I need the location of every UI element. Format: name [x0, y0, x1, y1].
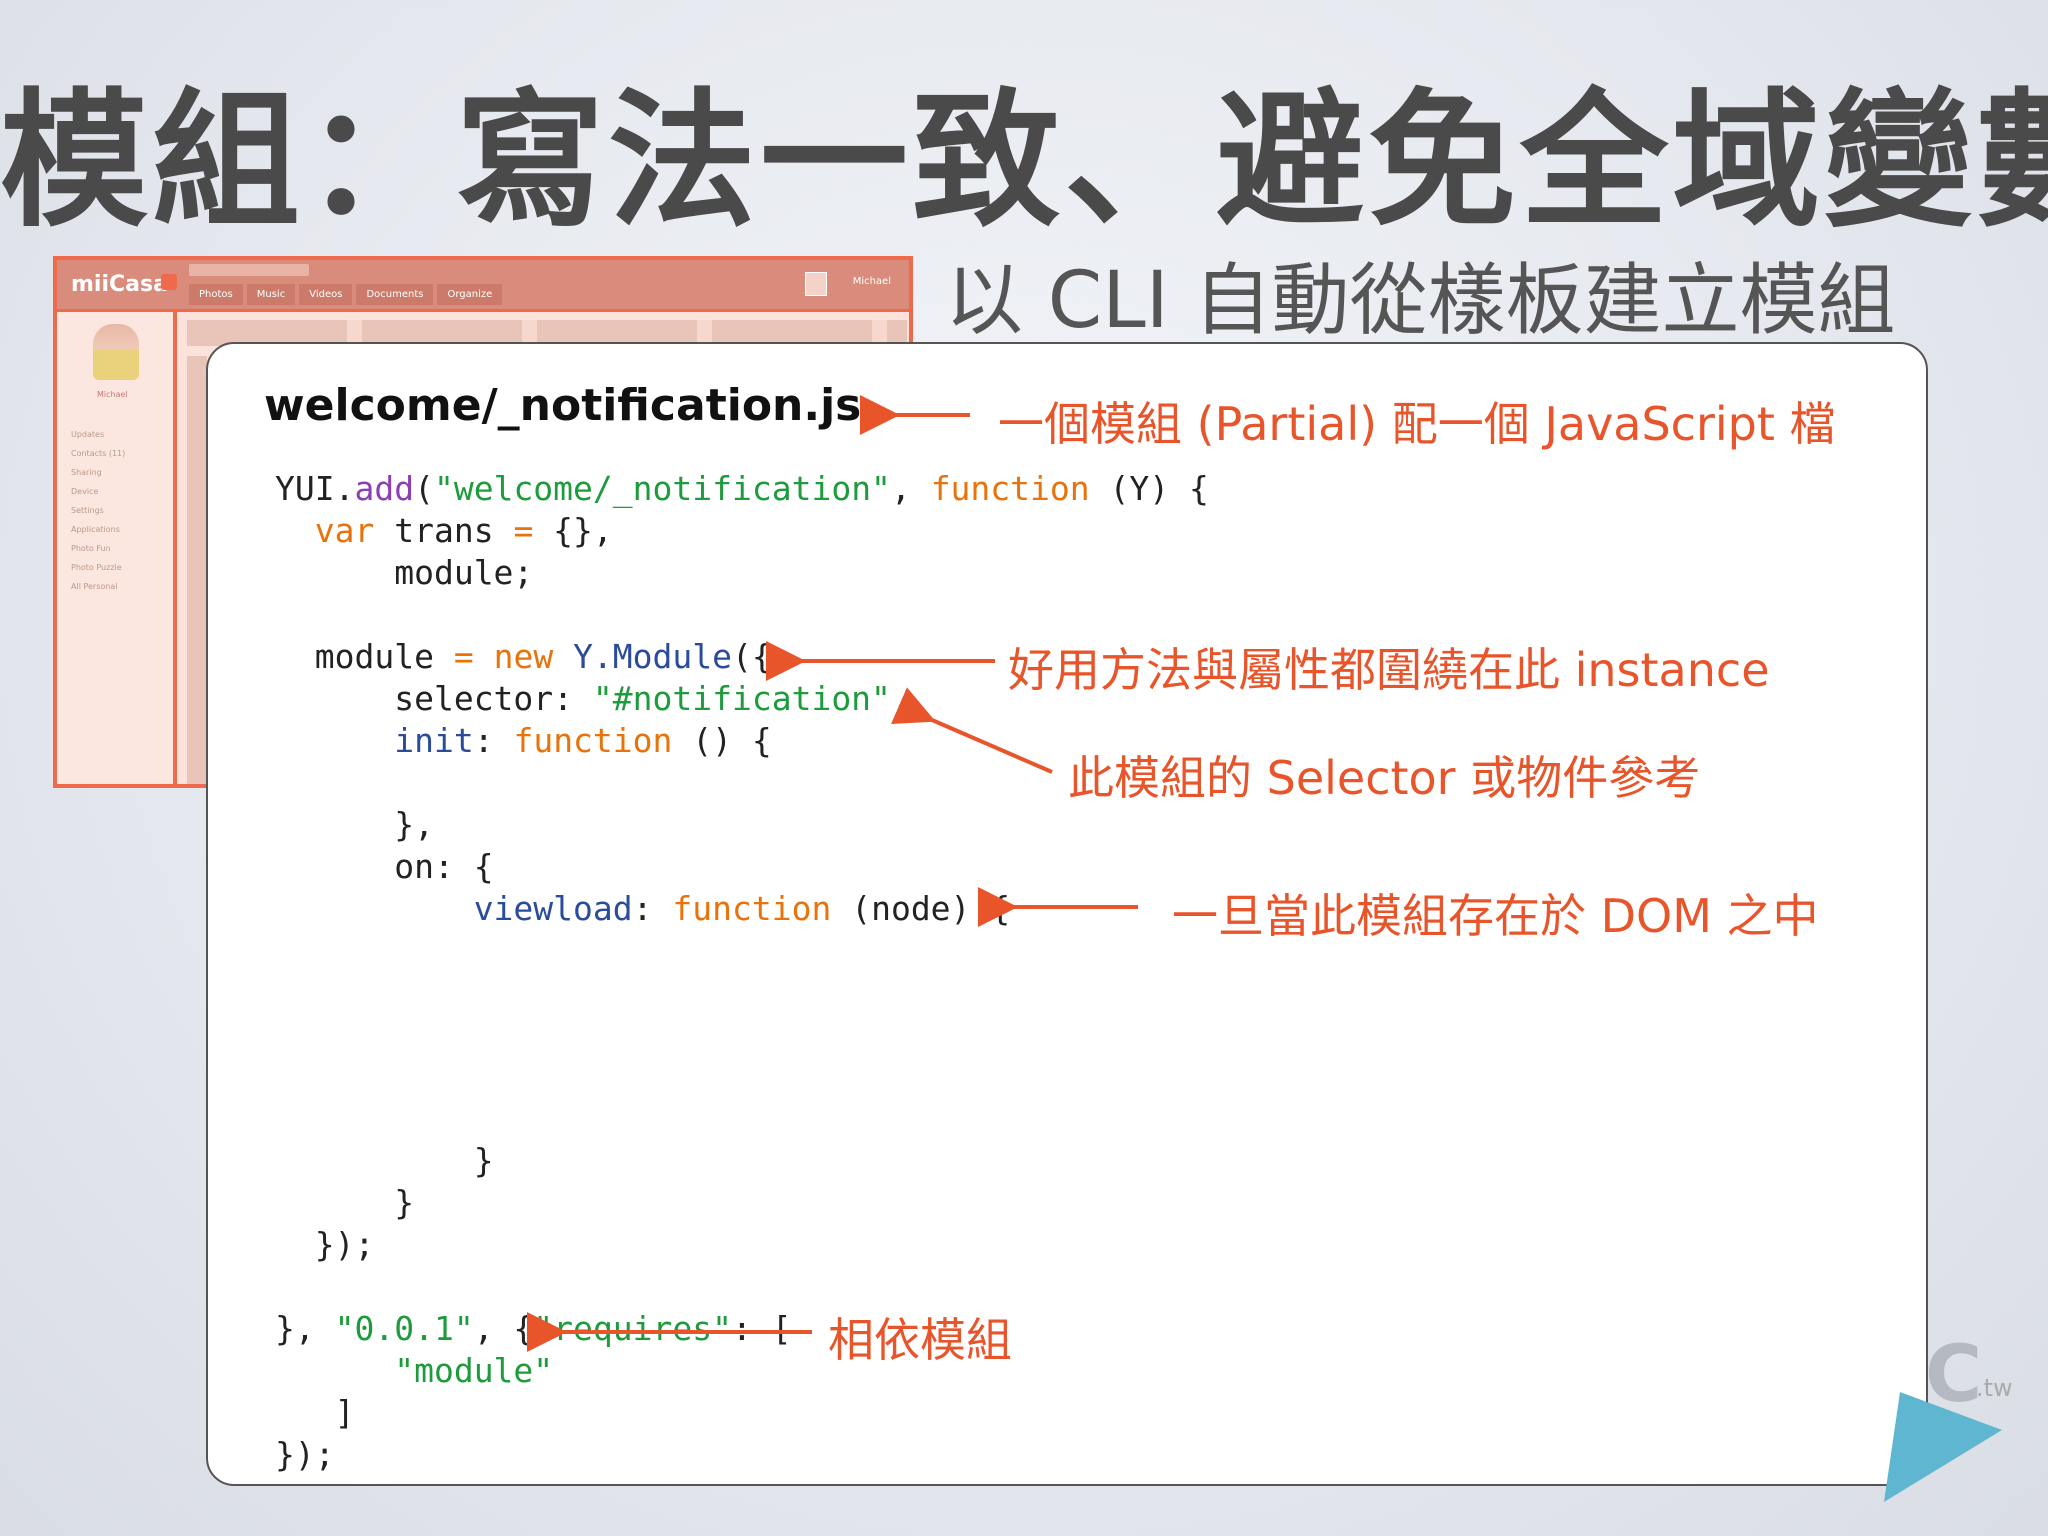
code-token: "module" [394, 1351, 554, 1390]
screenshot-nav-item: Music [246, 284, 296, 305]
code-token: add [354, 469, 415, 508]
annotation-partial: 一個模組 (Partial) 配一個 JavaScript 檔 [998, 397, 1836, 451]
screenshot-menu-item: Device [71, 487, 99, 496]
code-token: () { [672, 721, 772, 760]
code-token: : [632, 889, 673, 928]
screenshot-menu-item: Updates [71, 430, 105, 439]
code-block: YUI.add("welcome/_notification", functio… [275, 469, 1209, 1474]
code-token: : [473, 721, 514, 760]
code-token: }, [394, 805, 434, 844]
code-token: var [314, 511, 375, 550]
annotation-selector: 此模組的 Selector 或物件參考 [1068, 751, 1701, 805]
code-token: viewload [473, 889, 633, 928]
code-token: module; [394, 553, 534, 592]
code-token: function [672, 889, 832, 928]
screenshot-nav-item: Documents [356, 284, 434, 305]
screenshot-nav-item: Organize [437, 284, 503, 305]
screenshot-menu-item: Sharing [71, 468, 102, 477]
code-filename: welcome/_notification.js [264, 380, 862, 431]
screenshot-nav: Photos Music Videos Documents Organize [189, 284, 503, 305]
code-token: : [ [731, 1309, 792, 1348]
screenshot-menu-item: Contacts (11) [71, 449, 126, 458]
screenshot-nav-item: Photos [189, 284, 243, 305]
code-token: }, [275, 1309, 335, 1348]
code-token: on: { [394, 847, 494, 886]
slide-subtitle: 以 CLI 自動從樣板建立模組 [945, 256, 1896, 346]
screenshot-menu: Updates Contacts (11) Sharing Device Set… [71, 430, 125, 601]
code-token: ] [334, 1393, 355, 1432]
screenshot-nav-item: Videos [299, 284, 353, 305]
screenshot-sidebar: Michael Updates Contacts (11) Sharing De… [57, 312, 177, 784]
screenshot-search-bar [189, 264, 309, 276]
screenshot-menu-item: Applications [71, 525, 120, 534]
code-token: init [394, 721, 474, 760]
code-token: function [930, 469, 1090, 508]
corner-logo-suffix: .tw [1976, 1374, 2013, 1402]
screenshot-content-column [187, 356, 207, 784]
code-token: ({ [732, 637, 772, 676]
code-token: } [394, 1183, 415, 1222]
corner-triangle-icon [1884, 1392, 2002, 1502]
screenshot-logo: miiCasa [71, 272, 168, 297]
screenshot-user: Michael [852, 276, 891, 287]
code-token: function [513, 721, 673, 760]
screenshot-menu-item: Settings [71, 506, 104, 515]
annotation-viewload: 一旦當此模組存在於 DOM 之中 [1172, 889, 1819, 943]
code-token: = [513, 511, 534, 550]
annotation-requires: 相依模組 [828, 1313, 1012, 1367]
code-token: (Y) { [1089, 469, 1209, 508]
code-token: }); [275, 1435, 335, 1474]
screenshot-topbar: miiCasa Photos Music Videos Documents Or… [57, 260, 909, 312]
code-token: }); [314, 1225, 375, 1264]
code-token: new [493, 637, 554, 676]
code-token: module [314, 637, 454, 676]
code-token: Y.Module [573, 637, 733, 676]
code-token: selector: [394, 679, 593, 718]
slide-title: 模組：寫法一致、避免全域變數 [0, 75, 2048, 247]
code-token: "welcome/_notification" [433, 469, 891, 508]
screenshot-menu-item: Photo Fun [71, 544, 111, 553]
code-token: "0.0.1" [334, 1309, 474, 1348]
arrow-selector [891, 687, 1053, 774]
code-token: {}, [533, 511, 613, 550]
code-token: } [473, 1141, 494, 1180]
screenshot-activity-strip [187, 320, 907, 346]
code-token: "#notification" [592, 679, 891, 718]
screenshot-profile-name: Michael [97, 390, 128, 399]
screenshot-menu-item: All Personal [71, 582, 118, 591]
code-token: trans [374, 511, 514, 550]
code-token: YUI. [275, 469, 355, 508]
screenshot-menu-item: Photo Puzzle [71, 563, 122, 572]
annotation-instance: 好用方法與屬性都圍繞在此 instance [1008, 643, 1770, 697]
code-token: = [453, 637, 474, 676]
code-card [206, 342, 1928, 1486]
screenshot-profile-avatar [93, 324, 139, 380]
screenshot-logo-badge-icon [161, 274, 177, 290]
screenshot-user-avatar [805, 272, 827, 296]
